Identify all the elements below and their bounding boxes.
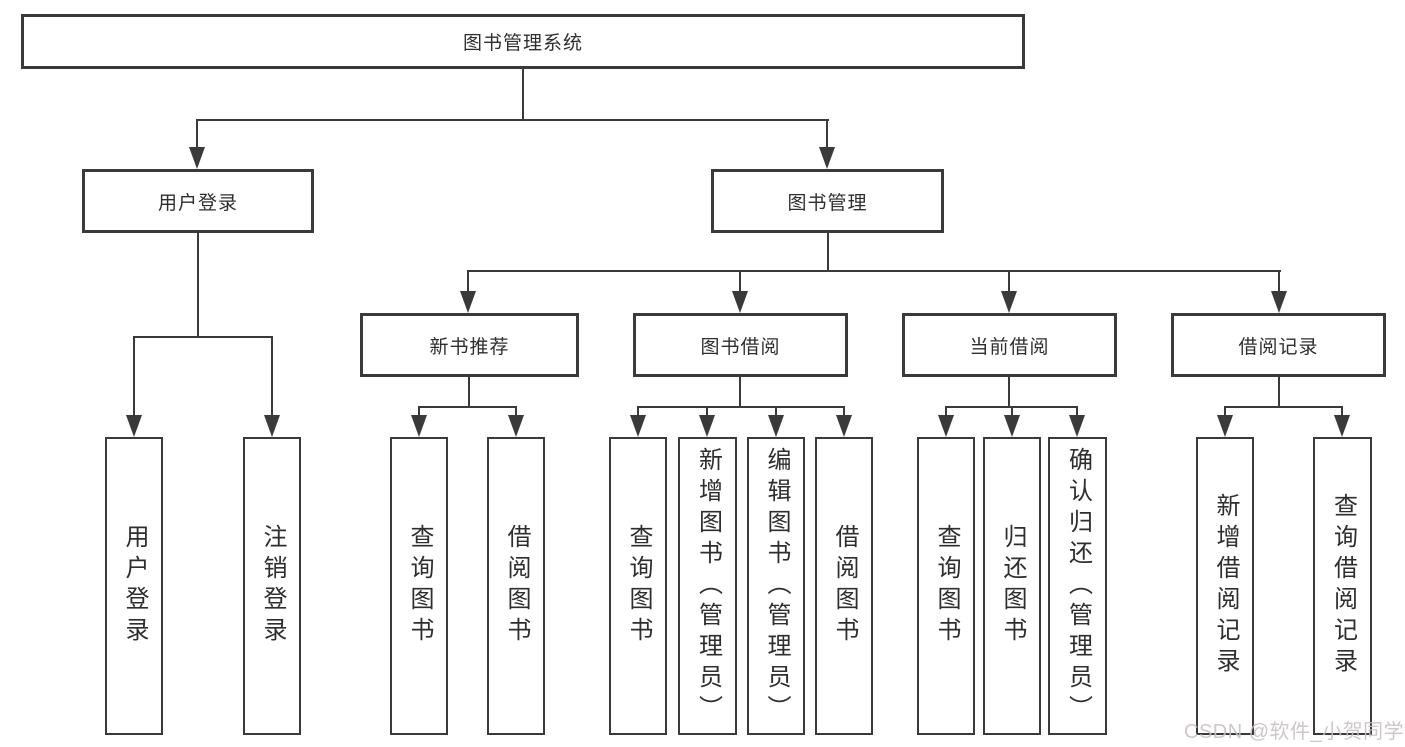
connector-drop [706, 406, 708, 418]
connector-stem [1008, 377, 1010, 408]
node-book-borrow-label: 图书借阅 [700, 336, 781, 358]
connector-drop [1278, 270, 1280, 293]
arrow-down-icon [938, 415, 954, 437]
leaf-query-book-3-label: 查询图书 [933, 524, 960, 648]
leaf-query-borrow-record: 查询借阅记录 [1313, 437, 1372, 735]
connector-drop [1008, 270, 1010, 293]
arrow-down-icon [630, 415, 646, 437]
connector-drop [945, 406, 947, 418]
leaf-add-borrow-record-label: 新增借阅记录 [1212, 493, 1239, 679]
leaf-query-book-3: 查询图书 [917, 437, 975, 735]
connector-stem [522, 69, 524, 121]
arrow-down-icon [189, 147, 205, 169]
node-book-management: 图书管理 [711, 169, 944, 233]
node-root-label: 图书管理系统 [462, 33, 583, 54]
leaf-borrow-book-2-label: 借阅图书 [831, 524, 858, 648]
arrow-down-icon [508, 415, 524, 437]
leaf-confirm-return-admin-label: 确认归还（管理员） [1064, 446, 1092, 726]
leaf-add-book-admin: 新增图书（管理员） [678, 437, 737, 735]
arrow-down-icon [411, 415, 427, 437]
connector-bus [468, 270, 1281, 272]
connector-drop [133, 336, 135, 417]
connector-drop [1076, 406, 1078, 418]
leaf-logout: 注销登录 [243, 437, 301, 735]
arrow-down-icon [819, 147, 835, 169]
arrow-down-icon [1001, 291, 1017, 313]
connector-bus [637, 406, 844, 408]
connector-stem [1278, 377, 1280, 408]
connector-drop [467, 270, 469, 293]
node-borrow-records-label: 借阅记录 [1238, 336, 1319, 358]
arrow-down-icon [699, 415, 715, 437]
leaf-add-book-admin-label: 新增图书（管理员） [694, 446, 722, 726]
leaf-borrow-book-1: 借阅图书 [487, 437, 545, 735]
leaf-query-book-1-label: 查询图书 [406, 524, 433, 648]
leaf-query-book-1: 查询图书 [390, 437, 448, 735]
node-book-management-label: 图书管理 [787, 192, 868, 214]
connector-drop [418, 406, 420, 418]
connector-drop [775, 406, 777, 418]
connector-drop [843, 406, 845, 418]
connector-stem [827, 233, 829, 272]
node-user-login-label: 用户登录 [157, 192, 238, 214]
connector-bus [1224, 406, 1343, 408]
arrow-down-icon [768, 415, 784, 437]
arrow-down-icon [1069, 415, 1085, 437]
watermark: CSDN @软件_小贺同学 [1184, 721, 1405, 743]
leaf-query-borrow-record-label: 查询借阅记录 [1329, 493, 1357, 679]
node-new-book-recommend-label: 新书推荐 [429, 336, 510, 358]
node-current-borrow: 当前借阅 [902, 313, 1117, 377]
arrow-down-icon [1004, 415, 1020, 437]
node-borrow-records: 借阅记录 [1171, 313, 1386, 377]
connector-stem [739, 377, 741, 408]
leaf-query-book-2: 查询图书 [609, 437, 667, 735]
leaf-borrow-book-2: 借阅图书 [815, 437, 873, 735]
leaf-query-book-2-label: 查询图书 [625, 524, 652, 648]
leaf-user-login-label: 用户登录 [121, 524, 148, 648]
node-new-book-recommend: 新书推荐 [360, 313, 579, 377]
leaf-return-book-label: 归还图书 [999, 524, 1026, 648]
connector-drop [739, 270, 741, 293]
connector-drop [515, 406, 517, 418]
arrow-down-icon [836, 415, 852, 437]
leaf-edit-book-admin-label: 编辑图书（管理员） [763, 446, 790, 726]
arrow-down-icon [732, 291, 748, 313]
leaf-edit-book-admin: 编辑图书（管理员） [747, 437, 805, 735]
connector-drop [271, 336, 273, 417]
arrow-down-icon [264, 415, 280, 437]
arrow-down-icon [1271, 291, 1287, 313]
arrow-down-icon [1334, 415, 1350, 437]
connector-bus [418, 406, 516, 408]
connector-drop [196, 119, 198, 149]
connector-stem [197, 233, 199, 338]
leaf-confirm-return-admin: 确认归还（管理员） [1048, 437, 1107, 735]
connector-drop [637, 406, 639, 418]
leaf-return-book: 归还图书 [983, 437, 1041, 735]
connector-drop [1011, 406, 1013, 418]
arrow-down-icon [460, 291, 476, 313]
leaf-logout-label: 注销登录 [259, 524, 286, 648]
arrow-down-icon [1217, 415, 1233, 437]
leaf-borrow-book-1-label: 借阅图书 [503, 524, 530, 648]
arrow-down-icon [126, 415, 142, 437]
leaf-user-login: 用户登录 [105, 437, 163, 735]
node-user-login: 用户登录 [82, 169, 314, 233]
connector-drop [1224, 406, 1226, 418]
node-root: 图书管理系统 [21, 14, 1025, 69]
connector-bus [133, 336, 273, 338]
node-current-borrow-label: 当前借阅 [969, 336, 1050, 358]
connector-drop [826, 119, 828, 149]
connector-bus [197, 119, 829, 121]
node-book-borrow: 图书借阅 [633, 313, 848, 377]
connector-drop [1341, 406, 1343, 418]
connector-stem [468, 377, 470, 408]
leaf-add-borrow-record: 新增借阅记录 [1196, 437, 1254, 735]
